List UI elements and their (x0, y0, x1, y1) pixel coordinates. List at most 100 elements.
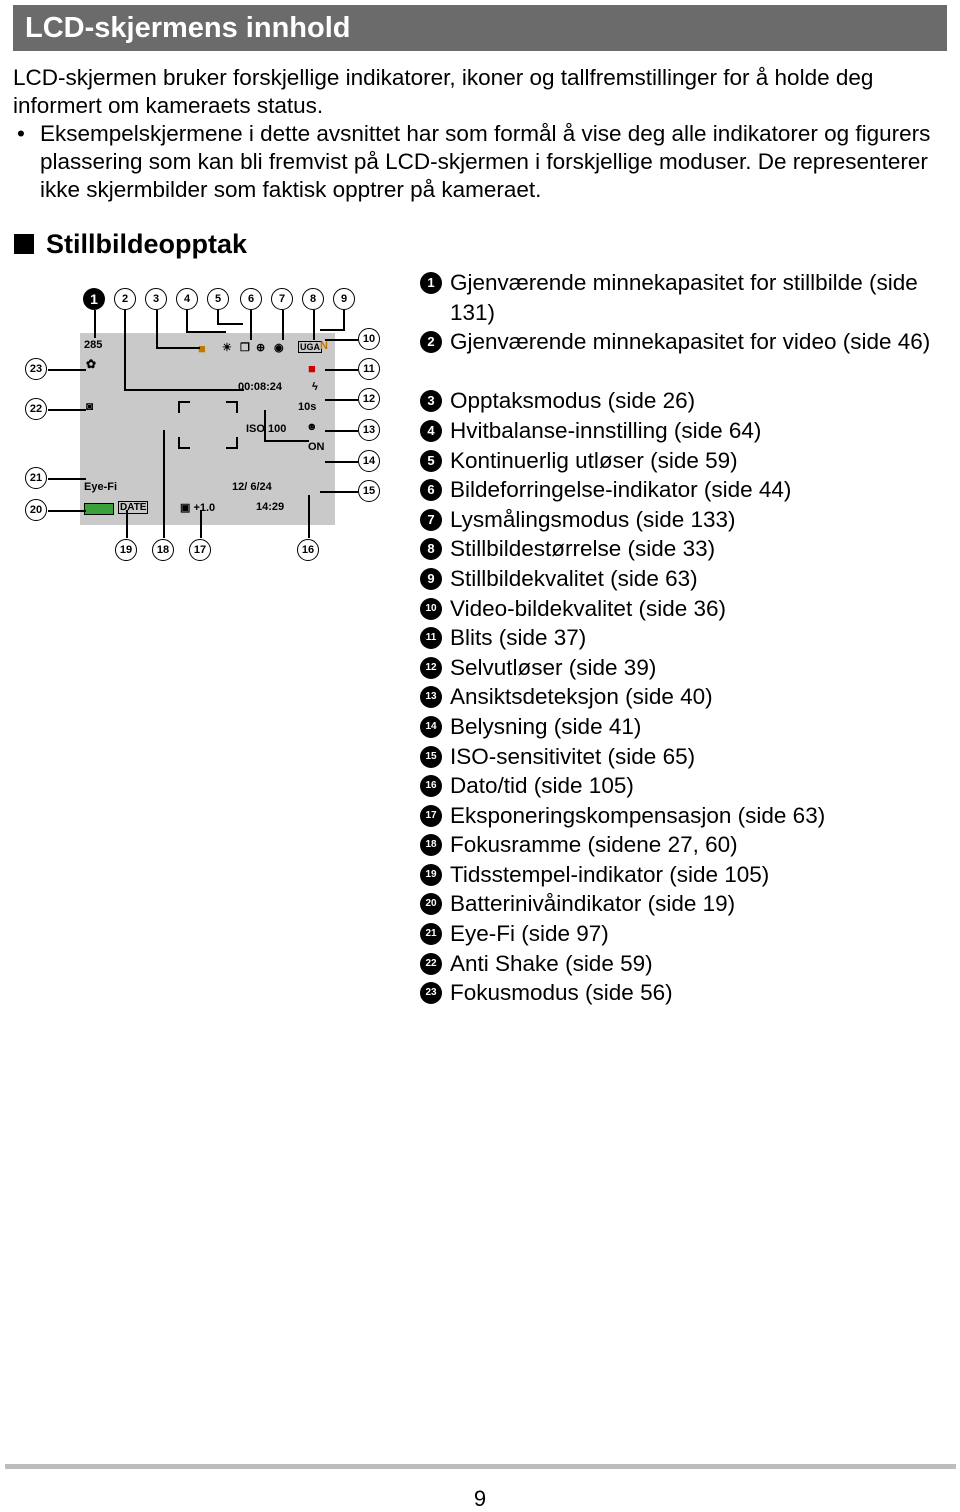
shots-remaining-indicator: 285 (84, 339, 103, 351)
legend-number: 13 (420, 686, 442, 709)
callout-7: 7 (271, 288, 293, 310)
callout-15: 15 (358, 480, 380, 502)
callout-4: 4 (176, 288, 198, 310)
section-title-bar: LCD-skjermens innhold (13, 5, 947, 51)
legend-number: 11 (420, 627, 442, 650)
legend-number: 12 (420, 656, 442, 679)
legend-label: Gjenværende minnekapasitet for video (si… (450, 329, 931, 355)
legend-label: Anti Shake (side 59) (450, 950, 653, 976)
intro-text: LCD-skjermen bruker forskjellige indikat… (13, 65, 874, 118)
exposure-comp-value: +1.0 (193, 502, 216, 514)
zoom-degradation-icon: ⊕ (256, 342, 266, 354)
callout-17: 17 (189, 539, 211, 561)
legend-item: 2 Gjenværende minnekapasitet for video (s… (420, 327, 950, 386)
legend-number: 4 (420, 419, 442, 442)
anti-shake-icon: ◙ (86, 399, 94, 413)
self-timer-indicator: 10s (298, 401, 317, 413)
callout-10: 10 (358, 328, 380, 350)
image-quality-indicator: N (320, 340, 328, 352)
date-indicator: 12/ 6/24 (232, 481, 272, 493)
focus-mode-icon: ✿ (86, 357, 97, 371)
legend-label: Fokusramme (sidene 27, 60) (450, 832, 738, 858)
intro-bullet: • Eksempelskjermene i dette avsnittet ha… (13, 120, 943, 204)
square-bullet-icon (14, 234, 34, 254)
callout-5: 5 (207, 288, 229, 310)
legend-number: 7 (420, 508, 442, 531)
callout-1: 1 (83, 288, 105, 310)
legend-label: Hvitbalanse-innstilling (side 64) (450, 417, 762, 443)
legend-item: 18 Fokusramme (sidene 27, 60) (420, 830, 950, 860)
iso-indicator: ISO 100 (246, 423, 287, 435)
section-heading-text: Stillbildeopptak (46, 229, 248, 259)
legend-number: 6 (420, 479, 442, 502)
legend-label: Blits (side 37) (450, 625, 587, 651)
legend-label: ISO-sensitivitet (side 65) (450, 743, 696, 769)
callout-21: 21 (25, 467, 47, 489)
legend-label: Opptaksmodus (side 26) (450, 388, 696, 414)
lcd-screen: 285 ✿ ◙ Eye-Fi DATE ■ ☀ ❐ ⊕ ◉ UGA N ■ 00… (80, 333, 335, 525)
callout-8: 8 (302, 288, 324, 310)
callout-11: 11 (358, 358, 380, 380)
callout-9: 9 (333, 288, 355, 310)
legend-label: Gjenværende minnekapasitet for stillbild… (450, 270, 918, 325)
callout-3: 3 (145, 288, 167, 310)
callout-20: 20 (25, 499, 47, 521)
legend-number: 21 (420, 923, 442, 946)
eyefi-indicator: Eye-Fi (84, 481, 118, 493)
legend-number: 19 (420, 863, 442, 886)
callout-23: 23 (25, 358, 47, 380)
callout-12: 12 (358, 388, 380, 410)
callout-14: 14 (358, 450, 380, 472)
lcd-diagram: 285 ✿ ◙ Eye-Fi DATE ■ ☀ ❐ ⊕ ◉ UGA N ■ 00… (0, 270, 410, 570)
legend-number: 9 (420, 567, 442, 590)
legend-number: 18 (420, 834, 442, 857)
callout-16: 16 (297, 539, 319, 561)
legend-item: 15 ISO-sensitivitet (side 65) (420, 742, 950, 772)
callout-13: 13 (358, 419, 380, 441)
legend-item: 4 Hvitbalanse-innstilling (side 64) (420, 416, 950, 446)
legend-number: 20 (420, 893, 442, 916)
legend-label: Selvutløser (side 39) (450, 654, 657, 680)
legend-label: Lysmålingsmodus (side 133) (450, 506, 736, 532)
legend-number: 23 (420, 982, 442, 1005)
legend-number: 2 (420, 331, 442, 354)
intro-paragraph: LCD-skjermen bruker forskjellige indikat… (13, 64, 943, 120)
callout-6: 6 (240, 288, 262, 310)
legend-label: Eye-Fi (side 97) (450, 921, 609, 947)
legend-item: 21 Eye-Fi (side 97) (420, 919, 950, 949)
legend-label: Ansiktsdeteksjon (side 40) (450, 684, 713, 710)
legend-number: 16 (420, 775, 442, 798)
legend-label: Stillbildestørrelse (side 33) (450, 536, 716, 562)
time-indicator: 14:29 (256, 501, 285, 513)
legend-number: 5 (420, 449, 442, 472)
callout-22: 22 (25, 398, 47, 420)
continuous-shutter-icon: ❐ (240, 342, 250, 354)
callout-19: 19 (115, 539, 137, 561)
legend-item: 12 Selvutløser (side 39) (420, 653, 950, 683)
face-detection-icon: ☻ (306, 421, 318, 433)
bullet-text: Eksempelskjermene i dette avsnittet har … (40, 121, 931, 202)
movie-time-indicator: 00:08:24 (238, 381, 283, 393)
legend-label: Belysning (side 41) (450, 713, 642, 739)
legend-number: 8 (420, 538, 442, 561)
legend-item: 8 Stillbildestørrelse (side 33) (420, 534, 950, 564)
legend-item: 13 Ansiktsdeteksjon (side 40) (420, 682, 950, 712)
camera-mode-icon: ■ (198, 341, 206, 356)
legend-item: 7 Lysmålingsmodus (side 133) (420, 505, 950, 535)
legend-number: 3 (420, 390, 442, 413)
flash-icon: ϟ (312, 381, 318, 393)
legend-label: Video-bildekvalitet (side 36) (450, 595, 726, 621)
legend-label: Stillbildekvalitet (side 63) (450, 565, 698, 591)
legend-number: 15 (420, 745, 442, 768)
footer-divider (5, 1464, 956, 1469)
legend-item: 9 Stillbildekvalitet (side 63) (420, 564, 950, 594)
